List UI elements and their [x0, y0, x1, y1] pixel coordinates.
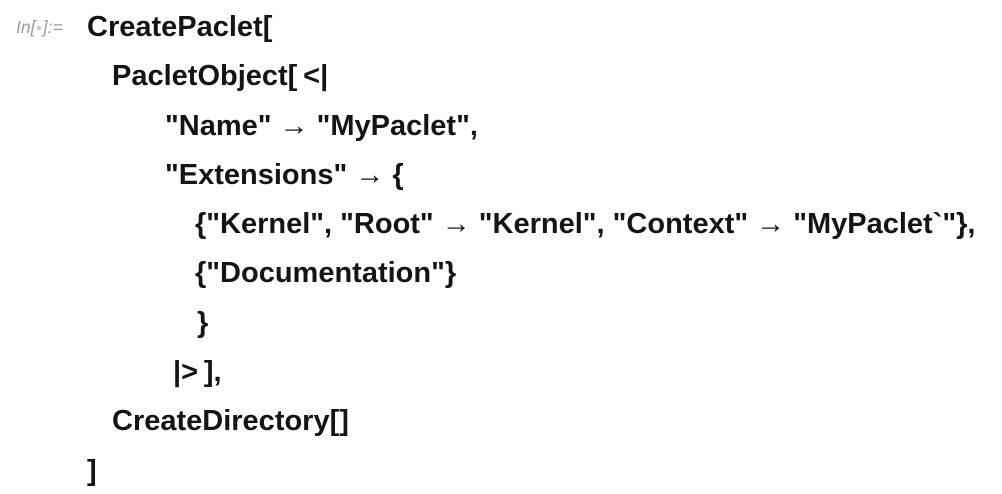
cell-label-suffix: ]:=	[42, 17, 63, 37]
placeholder-bullet-icon: •	[36, 20, 42, 37]
code-line[interactable]: "Name" → "MyPaclet",	[165, 109, 478, 142]
code-line[interactable]: ]	[87, 454, 97, 487]
code-line[interactable]: CreatePaclet[	[87, 11, 273, 43]
code-line[interactable]: }	[197, 306, 209, 339]
code-line[interactable]: {"Kernel", "Root" → "Kernel", "Context" …	[195, 208, 976, 241]
code-lines: CreatePaclet[ PacletObject[ <| "Name" → "M…	[0, 3, 1002, 494]
cell-label-prefix: In[	[16, 17, 36, 37]
code-line[interactable]: PacletObject[ <|	[112, 60, 329, 93]
code-line[interactable]: |> ],	[173, 356, 222, 389]
code-line[interactable]: CreateDirectory[]	[112, 405, 349, 438]
code-line[interactable]: {"Documentation"}	[195, 257, 457, 290]
cell-label: In[•]:=	[16, 3, 63, 52]
code-line[interactable]: "Extensions" → {	[165, 158, 404, 191]
